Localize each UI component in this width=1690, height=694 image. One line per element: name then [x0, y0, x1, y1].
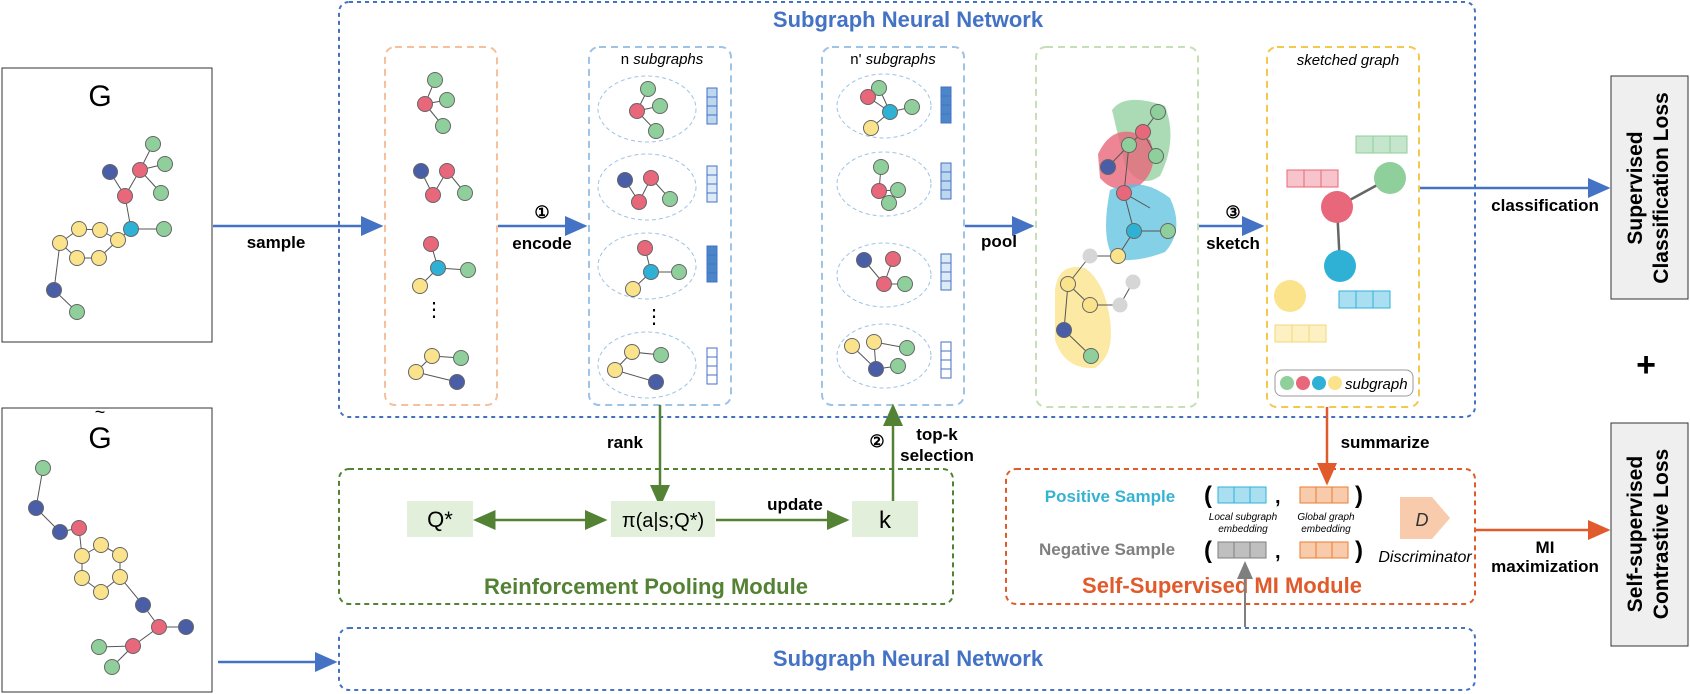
step3-label: ③: [1225, 203, 1240, 222]
sketched-graph-panel: [1266, 46, 1420, 408]
mi-module-title: Self-Supervised MI Module: [1082, 573, 1362, 598]
sketched-legend: [1274, 369, 1414, 397]
k-text: k: [879, 507, 892, 534]
summarize-label: summarize: [1341, 433, 1430, 452]
nprime-subgraphs-title: n' subgraphs: [850, 51, 936, 68]
negative-sample-label: Negative Sample: [1039, 540, 1175, 559]
step1-label: ①: [534, 203, 549, 222]
svg-text:): ): [1355, 482, 1363, 509]
topk-label-line1: top-k: [916, 425, 958, 444]
sketch-label: sketch: [1206, 234, 1260, 253]
sgnn-title-top: Subgraph Neural Network: [773, 7, 1044, 32]
sketched-graph-embeddings: [1274, 135, 1408, 343]
encode-label: encode: [512, 234, 572, 253]
n-subgraphs: [614, 88, 679, 383]
q-star-text: Q*: [427, 507, 453, 532]
sketched-graph-nodes: [1274, 162, 1406, 312]
rank-label: rank: [607, 433, 643, 452]
sampled-subgraphs-panel: [384, 46, 498, 406]
local-embedding-line1: Local subgraph: [1209, 512, 1278, 523]
policy-box: [611, 501, 715, 537]
sgnn-title-bottom: Subgraph Neural Network: [773, 646, 1044, 671]
negative-pair: ( , ): [1204, 537, 1363, 564]
pooled-regions: [1055, 99, 1177, 369]
discriminator-label: Discriminator: [1378, 549, 1472, 566]
positive-sample-label: Positive Sample: [1045, 487, 1175, 506]
n-subgraph-embeddings: [706, 87, 718, 385]
classification-label: classification: [1491, 196, 1599, 215]
selfsup-loss-line2: Contrastive Loss: [1650, 449, 1673, 619]
svg-text:(: (: [1204, 537, 1212, 564]
plus-sign: +: [1636, 346, 1656, 384]
topk-label-line2: selection: [900, 446, 974, 465]
rl-module-title: Reinforcement Pooling Module: [484, 574, 808, 599]
sketched-graph-title: sketched graph: [1297, 52, 1400, 69]
discriminator-symbol: D: [1416, 510, 1429, 530]
positive-pair: ( , ): [1204, 482, 1363, 509]
q-star-box: [407, 501, 473, 537]
policy-text: π(a|s;Q*): [622, 510, 704, 532]
svg-text:,: ,: [1275, 541, 1281, 563]
ellipsis-2: ⋮: [644, 306, 664, 328]
selfsup-loss-box: [1610, 422, 1689, 647]
pooled-graph-nodes: [1056, 104, 1176, 364]
perturbed-graph-label: G: [88, 422, 111, 455]
n-subgraphs-title: n subgraphs: [621, 51, 704, 68]
input-graph-panel: [1, 67, 213, 343]
n-subgraph-ellipses: [597, 75, 697, 399]
n-subgraph-nodes: [607, 81, 687, 390]
global-embedding-line1: Global graph: [1297, 512, 1355, 523]
ellipsis-1: ⋮: [424, 299, 444, 321]
svg-text:,: ,: [1275, 486, 1281, 508]
sampled-subgraph-nodes: [408, 72, 476, 390]
mi-module-frame: [1005, 468, 1476, 605]
global-embedding-line2: embedding: [1301, 524, 1351, 535]
sketched-legend-label: subgraph: [1345, 376, 1408, 393]
nprime-subgraph-nodes: [844, 80, 920, 377]
local-embedding-line2: embedding: [1218, 524, 1268, 535]
mi-label-line1: MI: [1536, 538, 1555, 557]
sample-label: sample: [247, 233, 306, 252]
sketched-legend-dots: [1280, 376, 1342, 390]
nprime-subgraph-ellipses: [836, 73, 932, 389]
supervised-loss-box: [1610, 75, 1689, 300]
supervised-loss-line1: Supervised: [1624, 131, 1647, 244]
k-box: [852, 501, 918, 537]
step2-label: ②: [869, 432, 884, 451]
discriminator-shape: [1400, 497, 1450, 539]
supervised-loss-line2: Classification Loss: [1650, 92, 1673, 283]
pool-label: pool: [981, 232, 1017, 251]
perturbed-graph-nodes: [28, 460, 194, 675]
svg-text:(: (: [1204, 482, 1212, 509]
update-label: update: [767, 495, 823, 514]
svg-text:): ): [1355, 537, 1363, 564]
sgnn-frame-bottom: [338, 627, 1476, 691]
sgnn-frame-top: [338, 1, 1476, 418]
nprime-subgraph-embeddings: [940, 86, 952, 379]
input-graph-nodes: [46, 136, 173, 320]
selfsup-loss-line1: Self-supervised: [1624, 456, 1647, 612]
input-graph-label: G: [88, 80, 111, 113]
mi-label-line2: maximization: [1491, 557, 1599, 576]
perturbed-graph-tilde: ~: [95, 402, 106, 422]
pooled-graph-panel: [1035, 46, 1199, 408]
rl-module-frame: [338, 468, 954, 605]
